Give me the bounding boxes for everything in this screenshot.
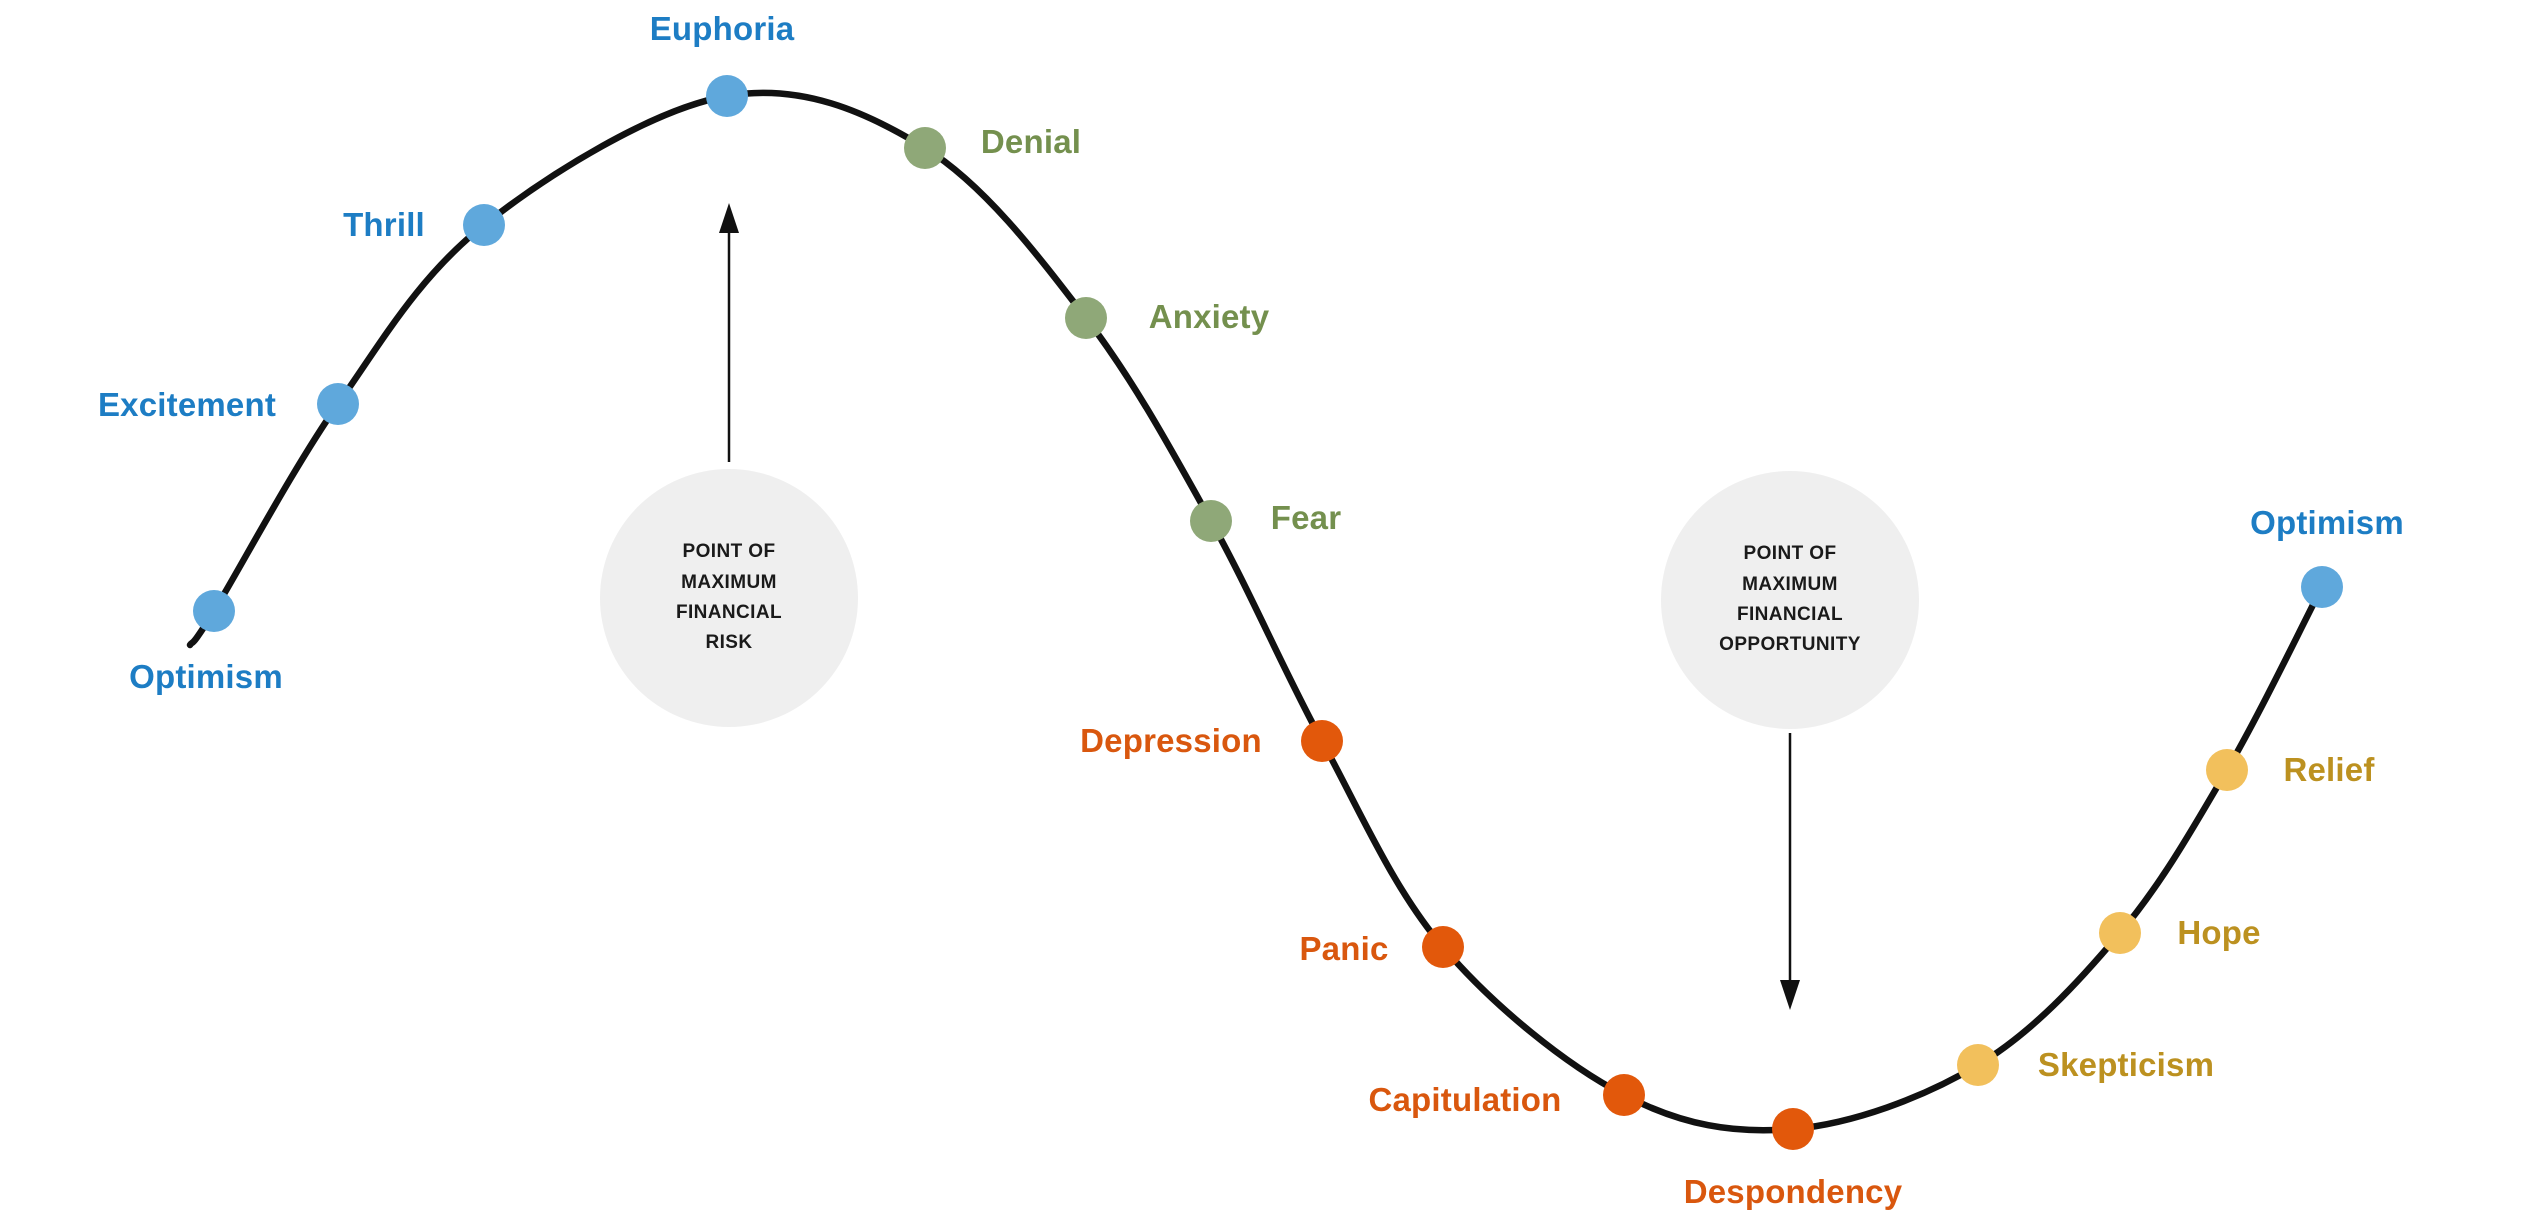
emotion-dot-optimism [193, 590, 235, 632]
emotion-dot-relief [2206, 749, 2248, 791]
arrow-down-icon [1780, 980, 1800, 1010]
max-financial-risk-text: POINT OF MAXIMUM FINANCIAL RISK [676, 541, 782, 654]
emotion-dot-fear [1190, 500, 1232, 542]
max-financial-opportunity-text: POINT OF MAXIMUM FINANCIAL OPPORTUNITY [1719, 543, 1861, 656]
emotion-dot-panic [1422, 926, 1464, 968]
emotion-dot-capitulation [1603, 1074, 1645, 1116]
emotion-curve-path [186, 89, 2326, 1134]
max-financial-opportunity-annotation: POINT OF MAXIMUM FINANCIAL OPPORTUNITY [1661, 471, 1919, 729]
emotion-dot-euphoria [706, 75, 748, 117]
emotion-dot-despondency [1772, 1108, 1814, 1150]
emotion-dot-optimism-end [2301, 566, 2343, 608]
arrow-up-icon [719, 203, 739, 233]
emotion-dot-hope [2099, 912, 2141, 954]
emotion-dot-skepticism [1957, 1044, 1999, 1086]
max-financial-risk-annotation: POINT OF MAXIMUM FINANCIAL RISK [600, 469, 858, 727]
emotion-dot-anxiety [1065, 297, 1107, 339]
emotion-dot-thrill [463, 204, 505, 246]
emotion-dot-depression [1301, 720, 1343, 762]
emotion-dot-excitement [317, 383, 359, 425]
emotion-dot-denial [904, 127, 946, 169]
